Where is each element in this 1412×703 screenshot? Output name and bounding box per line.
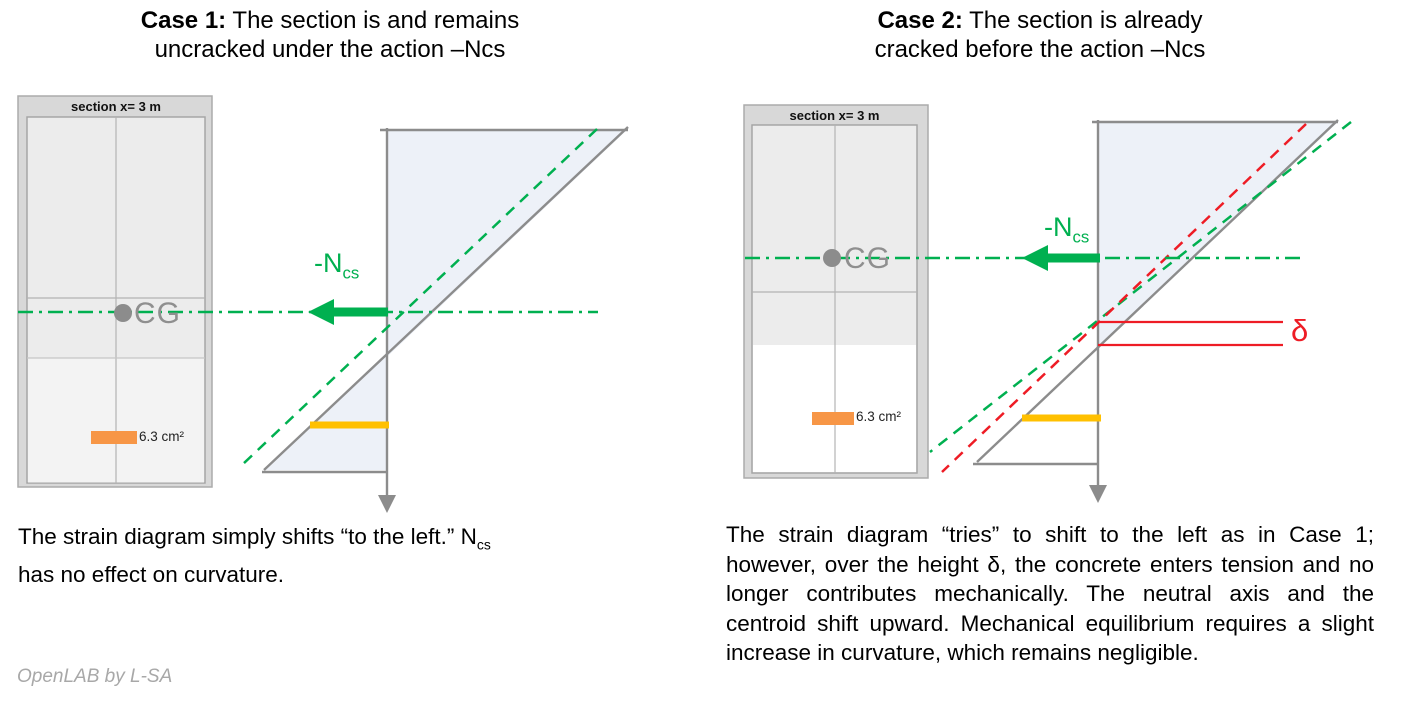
case2-delta-label: δ — [1291, 313, 1309, 348]
case1-title-line2: uncracked under the action –Ncs — [154, 36, 506, 63]
case1-force-label-sub: cs — [342, 263, 360, 283]
case2-title-line2: cracked before the action –Ncs — [874, 36, 1206, 63]
case1-title-bold: Case 1: — [140, 7, 227, 34]
case1-caption-line1: The strain diagram simply shifts “to the… — [18, 524, 477, 549]
watermark: OpenLAB by L-SA — [17, 666, 173, 687]
case2-strain-line-final — [941, 123, 1307, 473]
case1-title: Case 1: The section is and remains uncra… — [60, 6, 600, 64]
case2-rebar-mark — [812, 412, 854, 425]
case2-section-drawing — [743, 104, 929, 479]
case1-rebar-label: 6.3 cm² — [139, 429, 185, 444]
case2-rebar-label: 6.3 cm² — [856, 409, 902, 424]
case1-strain-diagram — [18, 126, 629, 513]
case2-section-header: section x= 3 m — [789, 108, 880, 123]
case1-force-label: -Ncs — [314, 248, 359, 283]
case1-caption-line1-sub: cs — [476, 536, 491, 553]
case1-rebar-mark — [91, 431, 137, 444]
case2-title-bold: Case 2: — [877, 7, 963, 34]
case1-caption-line2: has no effect on curvature. — [18, 562, 285, 587]
case1-title-line1: The section is and remains — [226, 7, 520, 34]
case2-caption: The strain diagram “tries” to shift to t… — [726, 522, 1374, 665]
case1-force-label-main: -N — [314, 248, 343, 278]
case2-strain-line-attempted-shift — [929, 121, 1352, 453]
case1-section-header: section x= 3 m — [71, 99, 161, 114]
case1-strain-line-shifted — [242, 128, 598, 465]
case2-title-line1: The section is already — [962, 7, 1203, 34]
case1-caption: The strain diagram simply shifts “to the… — [18, 522, 638, 590]
case2-force-label-main: -N — [1044, 212, 1073, 242]
case2-force-label: -Ncs — [1044, 212, 1089, 247]
case1-cg-label: CG — [134, 297, 181, 330]
case2-axis-arrowhead-icon — [1089, 485, 1107, 503]
case2-strain-line-initial — [976, 119, 1339, 463]
case1-axis-arrowhead-icon — [378, 495, 396, 513]
case2-cg-dot — [823, 249, 841, 267]
case1-section-drawing — [17, 95, 213, 488]
case2-cg-label: CG — [844, 242, 891, 275]
case1-force-arrowhead-icon — [308, 299, 334, 325]
case1-strain-fill-upper — [388, 129, 628, 356]
case1-cg-dot — [114, 304, 132, 322]
case2-strain-diagram — [745, 119, 1352, 503]
case2-force-label-sub: cs — [1072, 227, 1090, 247]
case1-strain-line-initial — [263, 126, 629, 471]
case2-title: Case 2: The section is already cracked b… — [770, 6, 1310, 64]
case2-force-arrowhead-icon — [1022, 245, 1048, 271]
